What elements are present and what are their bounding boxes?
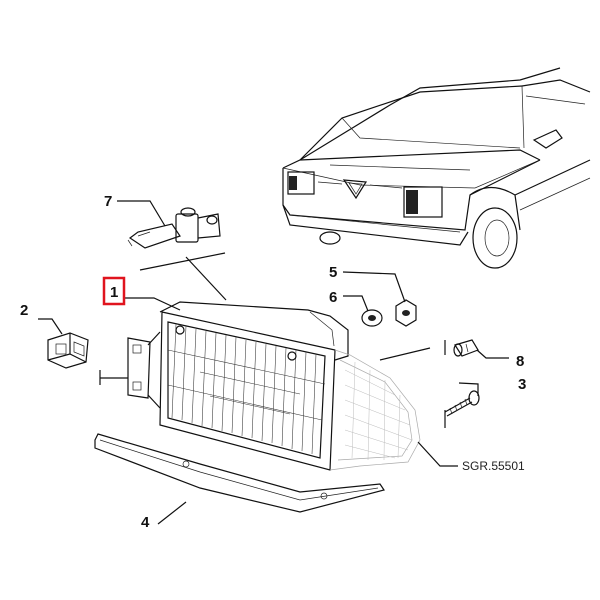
- part-bulb[interactable]: [127, 207, 221, 249]
- callout-leaders: [38, 200, 509, 525]
- part-washer[interactable]: [361, 309, 383, 327]
- part-clip[interactable]: [47, 332, 89, 369]
- callout-2[interactable]: 2: [20, 302, 28, 319]
- part-small-bulb[interactable]: [453, 339, 479, 357]
- indicator-lamp-ghost: [329, 349, 421, 471]
- callout-6[interactable]: 6: [329, 289, 337, 306]
- part-headlight-unit[interactable]: [127, 301, 349, 471]
- callout-4[interactable]: 4: [141, 514, 150, 531]
- callout-1[interactable]: 1: [110, 284, 118, 301]
- callout-8[interactable]: 8: [516, 353, 524, 370]
- reference-code: SGR.55501: [462, 459, 525, 473]
- callout-5[interactable]: 5: [329, 264, 337, 281]
- car-illustration: [282, 67, 591, 269]
- part-trim-strip[interactable]: [94, 433, 385, 513]
- leader-lines: [99, 252, 446, 428]
- part-nut[interactable]: [395, 299, 417, 327]
- highlight-box: [102, 276, 126, 306]
- callout-3[interactable]: 3: [518, 376, 526, 393]
- callout-7[interactable]: 7: [104, 193, 112, 210]
- part-screw[interactable]: [444, 390, 480, 417]
